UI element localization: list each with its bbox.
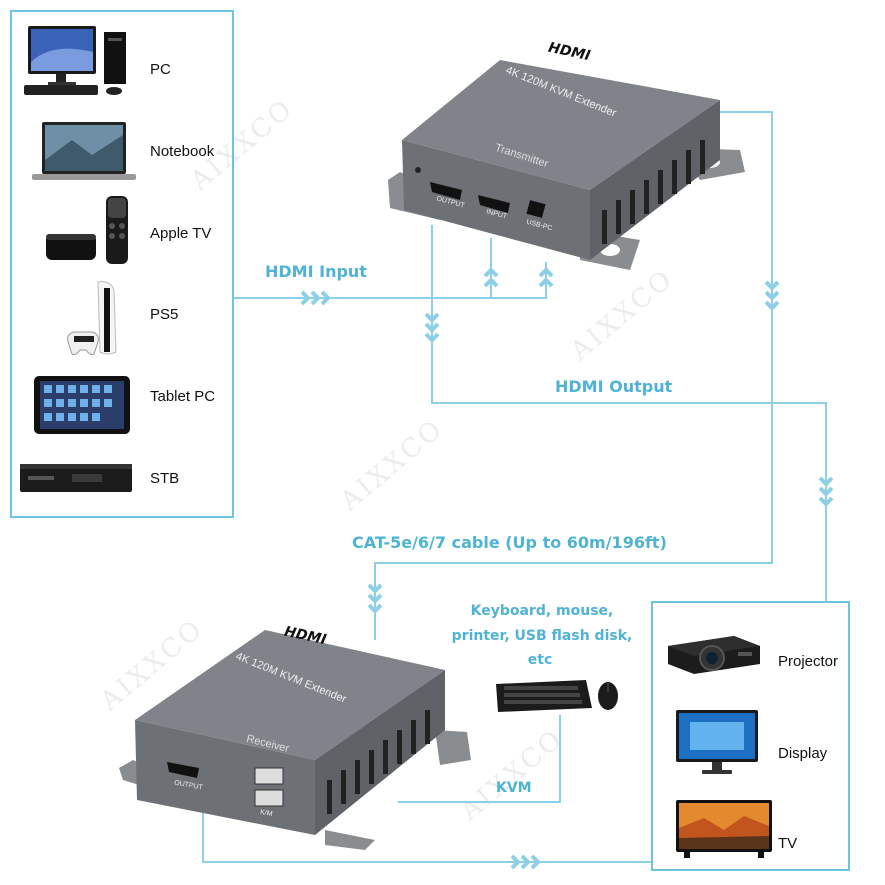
source-label: PC bbox=[150, 61, 171, 78]
source-label: Apple TV bbox=[150, 225, 212, 242]
hdmi-input-label: HDMI Input bbox=[265, 262, 367, 281]
source-label: Notebook bbox=[150, 143, 215, 160]
peripherals-label-line3: etc bbox=[527, 652, 553, 668]
hdmi-output-label: HDMI Output bbox=[555, 377, 673, 396]
transmitter-device bbox=[388, 60, 745, 270]
source-devices-panel bbox=[10, 10, 234, 518]
projector-icon bbox=[668, 636, 760, 674]
display-devices-panel bbox=[651, 601, 850, 871]
tablet-icon bbox=[34, 376, 130, 434]
kvm-label: KVM bbox=[496, 780, 532, 796]
hdmi-input-line bbox=[234, 262, 547, 299]
source-label: STB bbox=[150, 470, 180, 487]
stb-icon bbox=[20, 464, 132, 492]
display-label: TV bbox=[778, 835, 798, 852]
display-label: Display bbox=[778, 745, 828, 762]
ps5-icon bbox=[67, 281, 117, 355]
apple-tv-icon bbox=[46, 196, 128, 264]
tv-icon bbox=[676, 800, 772, 858]
peripherals-label-line1: Keyboard, mouse, bbox=[470, 603, 614, 619]
keyboard-mouse-icon bbox=[496, 680, 618, 712]
monitor-icon bbox=[676, 710, 758, 774]
pc-icon bbox=[24, 26, 126, 95]
cable-label: CAT-5e/6/7 cable (Up to 60m/196ft) bbox=[352, 533, 667, 552]
receiver-device bbox=[119, 630, 471, 850]
notebook-icon bbox=[32, 122, 136, 180]
source-label: PS5 bbox=[150, 306, 179, 323]
receiver-output-line bbox=[202, 810, 651, 863]
peripherals-label-line2: printer, USB flash disk, bbox=[451, 628, 633, 644]
source-label: Tablet PC bbox=[150, 388, 216, 405]
kvm-line bbox=[398, 715, 561, 803]
display-label: Projector bbox=[778, 653, 839, 670]
